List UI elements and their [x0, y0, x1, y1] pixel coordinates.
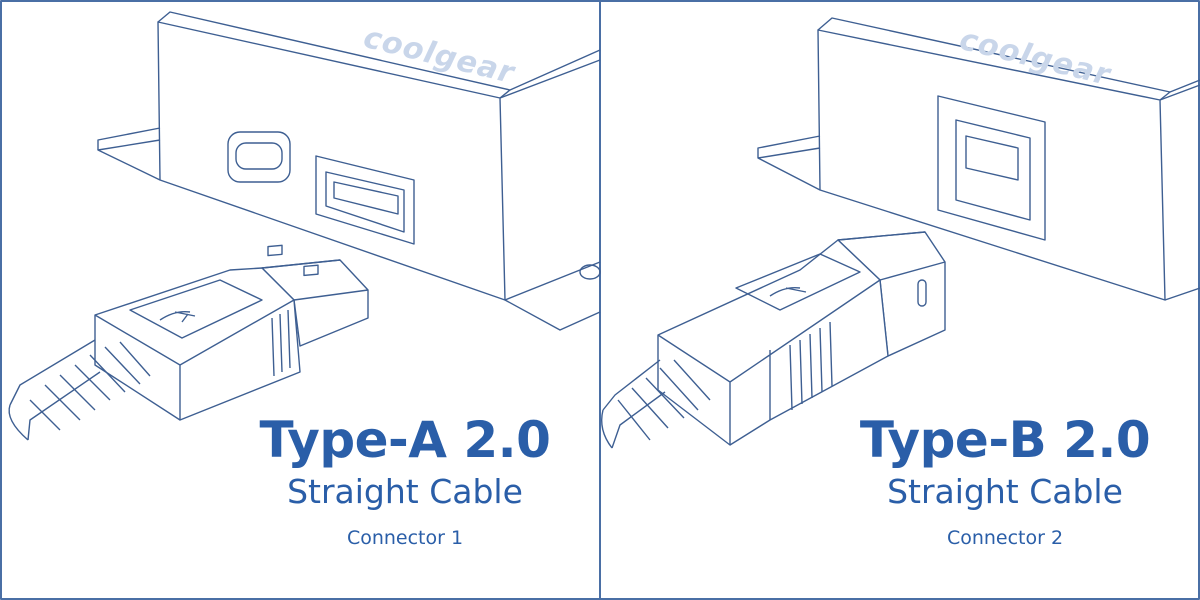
hub-left: [97, 11, 601, 331]
usb-c-port: [227, 131, 291, 183]
hub-right: [757, 17, 1200, 301]
connector-title: Type-B 2.0: [859, 411, 1151, 469]
connector-title: Type-A 2.0: [259, 411, 551, 469]
usb-a-port: [315, 155, 415, 245]
usb-a-plug: [94, 244, 369, 421]
panel-1-caption: Type-A 2.0 Straight Cable Connector 1: [205, 412, 605, 550]
connector-label: Connector 1: [346, 527, 464, 549]
cable-left: [8, 339, 151, 441]
connector-subtitle: Straight Cable: [887, 472, 1123, 511]
connector-subtitle: Straight Cable: [287, 472, 523, 511]
cable-right: [600, 359, 711, 449]
panel-2-caption: Type-B 2.0 Straight Cable Connector 2: [805, 412, 1200, 550]
usb-b-port: [937, 95, 1046, 241]
connector-label: Connector 2: [946, 527, 1064, 549]
usb-b-plug: [657, 231, 946, 446]
